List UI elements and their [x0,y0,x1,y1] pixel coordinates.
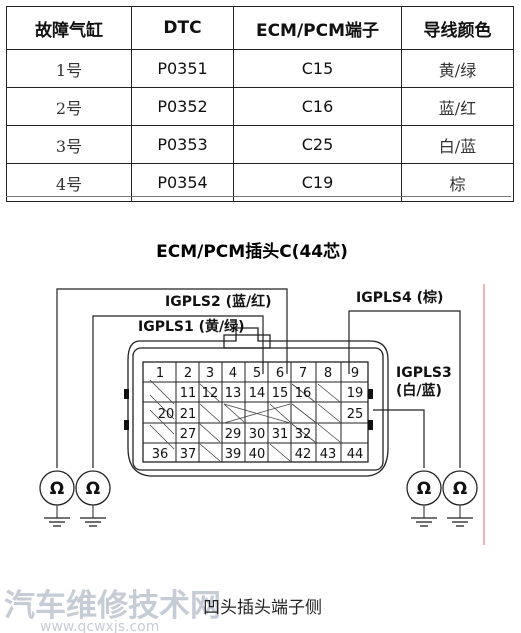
cell-cylinder: 3号 [6,125,132,164]
locating-tabs [124,389,373,430]
cell-terminal: C16 [233,87,402,126]
ground-icon [80,517,106,527]
table-row: 4号 P0354 C19 棕 [6,163,514,202]
cell-terminal: C25 [233,125,402,164]
ohmmeter-3: Ω [406,470,442,527]
connector-housing [127,327,389,477]
pin-label: 7 [299,366,307,381]
table-header-row: 故障气缸 DTC ECM/PCM端子 导线颜色 [6,6,514,50]
cell-cylinder: 4号 [6,163,132,202]
col-header-cylinder: 故障气缸 [6,6,132,50]
wire-labels: IGPLS2 (蓝/红) IGPLS1 (黄/绿) IGPLS4 (棕) IGP… [138,289,452,399]
pin-label: 43 [320,447,337,462]
pin-label: 31 [272,427,289,442]
ohmmeter-4: Ω [442,470,478,527]
label-igpls3-line2: (白/蓝) [396,382,442,399]
col-header-dtc: DTC [131,6,234,50]
empty-cavity-hatch [149,379,341,462]
pin-label: 29 [225,427,242,442]
wire-igpls4 [348,310,461,468]
pin-label: 25 [347,407,364,422]
pin-label: 11 [180,386,197,401]
pin-label: 30 [249,427,266,442]
pin-label: 42 [295,447,312,462]
ohm-symbol: Ω [453,479,467,499]
ohmmeter-2: Ω [75,470,111,527]
col-header-wire-color: 导线颜色 [401,6,514,50]
watermark-text: 汽车维修技术网 [4,588,221,624]
pin-label: 39 [225,447,242,462]
label-igpls3-line1: IGPLS3 [396,365,452,381]
cell-dtc: P0354 [131,163,234,202]
ground-icon [44,517,70,527]
cell-dtc: P0352 [131,87,234,126]
ohm-symbol: Ω [86,479,100,499]
pin-label: 44 [347,447,364,462]
pin-label: 36 [152,447,169,462]
pin-label: 21 [180,407,197,422]
cell-wire-color: 棕 [401,163,514,202]
pin-label: 1 [156,366,164,381]
table-row: 2号 P0352 C16 蓝/红 [6,87,514,126]
pin-label: 4 [229,366,237,381]
pin-label: 2 [184,366,192,381]
cell-dtc: P0353 [131,125,234,164]
pin-label: 6 [276,366,284,381]
ohm-symbol: Ω [50,479,64,499]
cell-terminal: C19 [233,163,402,202]
pin-label: 8 [324,366,332,381]
pin-label: 12 [202,386,219,401]
pin-label: 13 [225,386,242,401]
pin-grid [143,362,368,462]
label-igpls1: IGPLS1 (黄/绿) [138,318,245,335]
label-igpls4: IGPLS4 (棕) [356,289,443,306]
cell-wire-color: 白/蓝 [401,125,514,164]
wire-igpls3 [373,409,425,468]
cell-terminal: C15 [233,49,402,88]
cell-cylinder: 2号 [6,87,132,126]
label-igpls2: IGPLS2 (蓝/红) [165,293,272,310]
cell-wire-color: 黄/绿 [401,49,514,88]
wire-igpls1 [92,315,264,468]
table-row: 1号 P0351 C15 黄/绿 [6,49,514,88]
pin-numbers: 1 2 3 4 5 6 7 8 9 11 12 13 14 15 16 19 2… [152,366,364,462]
pin-label: 19 [347,386,364,401]
pin-label: 32 [295,427,312,442]
ohm-symbol: Ω [417,479,431,499]
pin-label: 5 [253,366,261,381]
dtc-table: 故障气缸 DTC ECM/PCM端子 导线颜色 1号 P0351 C15 黄/绿… [6,6,514,202]
table-row: 3号 P0353 C25 白/蓝 [6,125,514,164]
table-bottom-rule [6,196,511,197]
watermark-url: www.qcwxjs.com [40,619,159,633]
wire-igpls2 [56,288,288,468]
diagram-caption: 凹头插头端子侧 [203,598,322,618]
wires [56,288,461,468]
pin-label: 27 [180,427,197,442]
pin-label: 16 [295,386,312,401]
pin-label: 3 [206,366,214,381]
diagram-title: ECM/PCM插头C(44芯) [156,241,348,262]
pin-label: 40 [249,447,266,462]
pin-label: 20 [158,407,175,422]
ohmmeter-1: Ω [39,470,75,527]
pin-label: 14 [249,386,266,401]
pin-label: 37 [180,447,197,462]
ground-icon [411,517,437,527]
cell-wire-color: 蓝/红 [401,87,514,126]
ground-icon [447,517,473,527]
pin-label: 9 [351,366,359,381]
pin-label: 15 [272,386,289,401]
